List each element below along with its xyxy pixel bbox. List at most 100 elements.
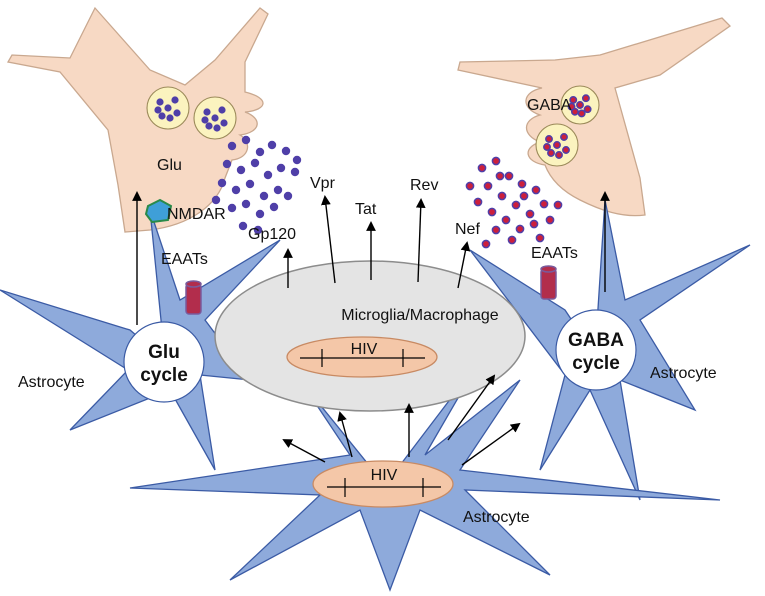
released-gaba-dots bbox=[465, 156, 563, 249]
gaba-molecule bbox=[473, 197, 483, 207]
glu-label: Glu bbox=[157, 157, 182, 174]
glutamate-molecule bbox=[205, 122, 213, 130]
glutamate-molecule bbox=[211, 114, 219, 122]
gp120-label: Gp120 bbox=[248, 226, 296, 243]
microglia-label: Microglia/Macrophage bbox=[341, 307, 499, 324]
astrocyte-nucleus: HIV bbox=[312, 460, 454, 508]
gaba-cycle-circle: GABA cycle bbox=[555, 309, 637, 391]
arrows bbox=[132, 191, 610, 466]
glutamate-molecule bbox=[222, 159, 232, 169]
gaba-molecule bbox=[491, 225, 501, 235]
nef-label: Nef bbox=[455, 221, 480, 238]
gaba-vesicle bbox=[535, 123, 579, 167]
released-glutamate-dots bbox=[211, 135, 302, 235]
glutamate-molecule bbox=[211, 195, 221, 205]
glutamate-molecule bbox=[263, 170, 273, 180]
gaba-vesicle bbox=[560, 85, 600, 125]
glu-vesicle bbox=[146, 86, 190, 130]
glutamate-molecule bbox=[250, 158, 260, 168]
glutamate-molecule bbox=[154, 106, 162, 114]
gaba-molecule bbox=[501, 215, 511, 225]
glutamate-molecule bbox=[203, 108, 211, 116]
gaba-molecule bbox=[553, 200, 563, 210]
gaba-molecule bbox=[581, 94, 590, 103]
eaats-label-right: EAATs bbox=[531, 245, 578, 262]
gaba-molecule bbox=[567, 102, 576, 111]
glutamate-molecule bbox=[238, 221, 248, 231]
gaba-molecule bbox=[545, 135, 553, 143]
glutamate-molecule bbox=[290, 167, 300, 177]
gaba-cycle-label: cycle bbox=[572, 353, 620, 374]
gaba-molecule bbox=[545, 215, 555, 225]
vpr-label: Vpr bbox=[310, 175, 336, 192]
arrow-vpr bbox=[321, 195, 336, 284]
gaba-molecule bbox=[497, 191, 507, 201]
glutamate-molecule bbox=[255, 147, 265, 157]
gaba-molecule bbox=[547, 149, 555, 157]
glutamate-molecule bbox=[255, 209, 265, 219]
microglia-cell: Microglia/Macrophage HIV bbox=[214, 260, 526, 412]
gaba-molecule bbox=[507, 235, 517, 245]
gaba-molecule bbox=[576, 101, 584, 109]
glutamatergic-neuron bbox=[6, 6, 269, 233]
glutamate-molecule bbox=[267, 140, 277, 150]
glutamate-molecule bbox=[241, 199, 251, 209]
gaba-molecule bbox=[569, 95, 578, 104]
arrow-astrocyte-out bbox=[337, 411, 353, 458]
glu-vesicle bbox=[193, 96, 237, 140]
glutamate-molecule bbox=[173, 109, 181, 117]
astrocyte-label-bottom: Astrocyte bbox=[463, 509, 530, 526]
glutamate-molecule bbox=[166, 114, 174, 122]
glu-cycle-label: cycle bbox=[140, 365, 188, 386]
astrocyte-label-left: Astrocyte bbox=[18, 374, 85, 391]
gaba-molecule bbox=[577, 109, 586, 118]
gaba-molecule bbox=[483, 181, 493, 191]
glutamate-molecule bbox=[227, 203, 237, 213]
hiv-provirus-label: HIV bbox=[351, 341, 378, 358]
glutamate-molecule bbox=[158, 112, 166, 120]
gaba-molecule bbox=[531, 185, 541, 195]
gaba-molecule bbox=[495, 171, 505, 181]
gaba-cycle-label: GABA bbox=[568, 330, 624, 351]
glutamate-molecule bbox=[227, 141, 237, 151]
gaba-molecule bbox=[477, 163, 487, 173]
microglia-nucleus: HIV bbox=[286, 336, 438, 378]
glutamate-molecule bbox=[273, 185, 283, 195]
arrow-astrocyte-out bbox=[447, 374, 496, 441]
arrow-astrocyte-out bbox=[282, 439, 326, 463]
glutamate-molecule bbox=[217, 178, 227, 188]
gabaergic-neuron bbox=[457, 17, 732, 217]
gaba-molecule bbox=[504, 171, 514, 181]
rev-label: Rev bbox=[410, 177, 438, 194]
nmdar-label: NMDAR bbox=[167, 206, 226, 223]
eaats-label-left: EAATs bbox=[161, 251, 208, 268]
astrocyte-label-right: Astrocyte bbox=[650, 365, 717, 382]
gaba-molecule bbox=[465, 181, 475, 191]
gaba-molecule bbox=[555, 151, 563, 159]
glutamate-molecule bbox=[213, 124, 221, 132]
glu-cycle-circle: Glu cycle bbox=[123, 321, 205, 403]
gaba-molecule bbox=[529, 219, 539, 229]
nmdar-receptor bbox=[144, 198, 173, 224]
eaat-transporter-right bbox=[540, 265, 557, 300]
eaat-transporter-left bbox=[185, 280, 202, 315]
gaba-molecule bbox=[525, 209, 535, 219]
glutamate-molecule bbox=[259, 191, 269, 201]
gaba-molecule bbox=[583, 105, 592, 114]
gaba-molecule bbox=[539, 199, 549, 209]
glutamate-molecule bbox=[231, 185, 241, 195]
glutamate-molecule bbox=[276, 163, 286, 173]
gaba-molecule bbox=[553, 141, 561, 149]
arrow-astrocyte-out bbox=[461, 422, 521, 466]
glu-cycle-label: Glu bbox=[148, 342, 180, 363]
gaba-molecule bbox=[511, 200, 521, 210]
glutamate-molecule bbox=[281, 146, 291, 156]
glutamate-molecule bbox=[236, 165, 246, 175]
glutamate-molecule bbox=[220, 119, 228, 127]
glutamate-molecule bbox=[171, 96, 179, 104]
gaba-molecule bbox=[517, 179, 527, 189]
hiv-provirus-label: HIV bbox=[371, 467, 398, 484]
glutamate-molecule bbox=[164, 104, 172, 112]
glutamate-molecule bbox=[201, 116, 209, 124]
